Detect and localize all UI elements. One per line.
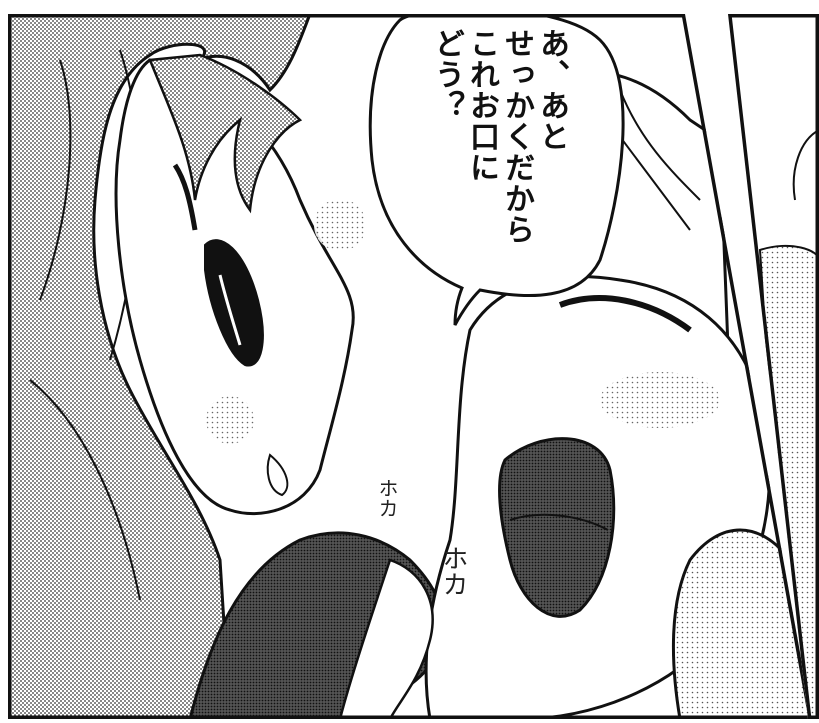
sfx-left: ホカ [375,478,399,518]
balloon-line-4: どう？ [429,28,464,121]
right-girl-eye [558,295,692,333]
left-girl-hair [8,14,313,719]
left-girl-eye [204,239,264,367]
right-girl-mouth [498,437,616,618]
balloon-line-2: せっかくだから [499,28,534,245]
speech-balloon [368,14,625,326]
sfx-right: ホカ [438,545,468,597]
balloon-line-3: これお口に [464,28,499,183]
balloon-line-1: あ、あと [534,28,569,152]
